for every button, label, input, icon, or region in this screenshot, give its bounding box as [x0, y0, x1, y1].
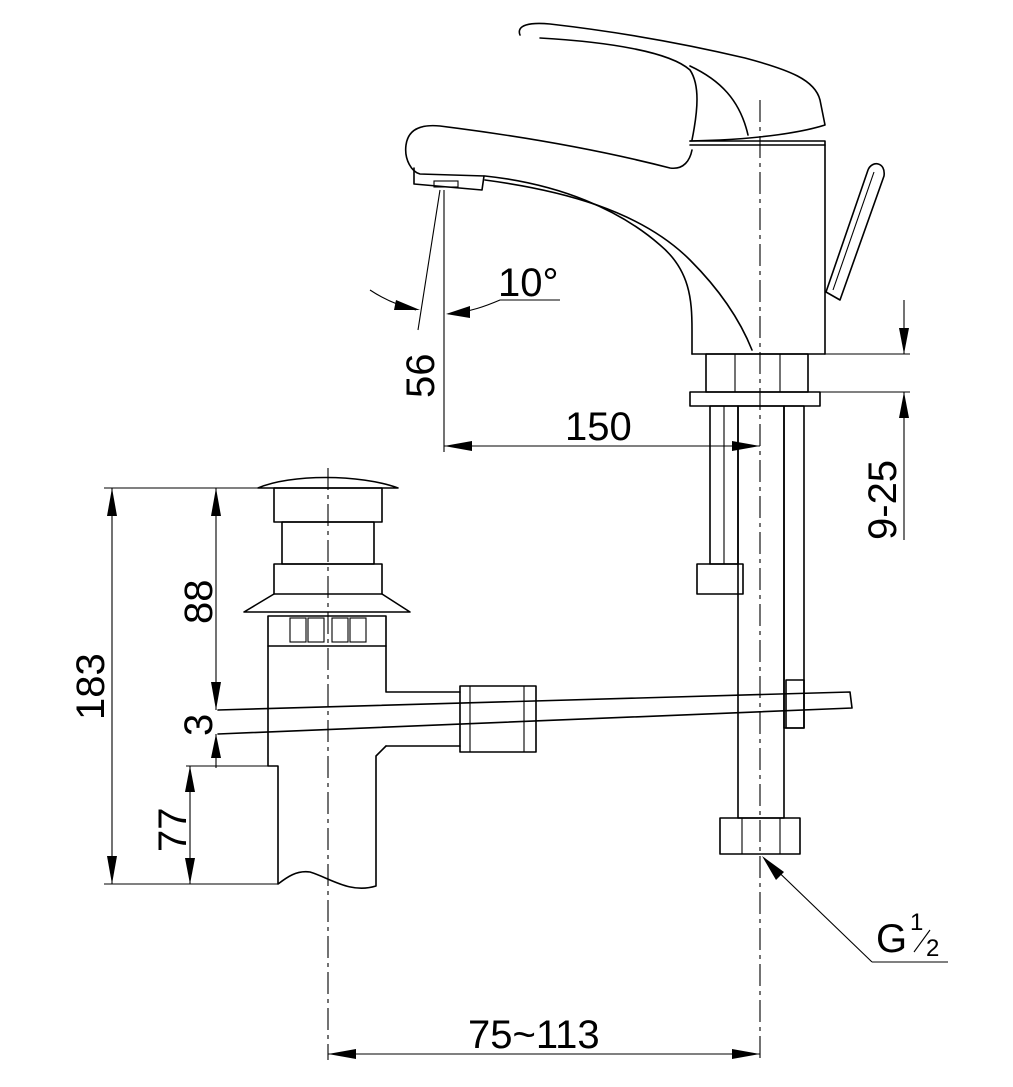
aerator-slot — [433, 180, 459, 188]
lift-rod-line — [832, 171, 875, 291]
locknut-hex-3 — [331, 617, 349, 643]
locknut-hex-2 — [307, 617, 325, 643]
drain-upper-label: 88 — [177, 580, 221, 625]
thread-numerator-label: 1 — [910, 909, 923, 936]
lift-rod — [825, 163, 885, 301]
dim-spout-reach: 150 — [443, 190, 760, 452]
drain-overall-label: 183 — [69, 653, 113, 720]
lever-inner-curve — [539, 37, 698, 141]
drain-body — [267, 645, 461, 889]
spout-reach-label: 150 — [565, 405, 632, 449]
faucet-spout — [404, 124, 693, 355]
popup-drain — [217, 476, 853, 889]
drain-tail-label: 77 — [151, 808, 195, 853]
deck-thickness-label: 9-25 — [861, 460, 905, 540]
spout-angle-label: 10° — [498, 261, 559, 305]
mounting-washer — [689, 391, 821, 407]
pivot-nut — [459, 685, 537, 753]
mounting-nut — [705, 353, 809, 393]
spout-height-label: 56 — [399, 354, 443, 399]
hose-connector — [719, 817, 801, 855]
lever-grip-curve — [689, 65, 749, 136]
dim-spout-angle: 10° 56 — [369, 189, 560, 399]
thread-denominator-label: 2 — [926, 935, 939, 962]
stud-nut — [696, 563, 744, 595]
drain-locknut — [267, 615, 387, 647]
faucet-lever-handle — [518, 22, 826, 142]
pivot-rod-clip — [785, 679, 805, 729]
thread-fraction-bar — [913, 929, 931, 953]
dim-drain-tail: 77 — [151, 765, 278, 884]
locknut-hex-4 — [349, 617, 367, 643]
spout-underside-curve — [484, 179, 753, 351]
supply-hose — [737, 405, 785, 819]
thread-letter-label: G — [876, 917, 907, 961]
locknut-hex-1 — [289, 617, 307, 643]
dim-thread-callout: G 1 2 — [762, 856, 948, 963]
dim-centre-distance: 75~113 — [328, 1013, 760, 1059]
dim-rod-offset: 3 — [177, 714, 221, 768]
drain-plug-cap — [257, 476, 399, 489]
dim-drain-overall: 183 — [69, 487, 278, 885]
faucet-cartridge — [689, 140, 826, 146]
pivot-rod — [217, 691, 853, 735]
faucet-body — [404, 22, 885, 855]
centre-distance-label: 75~113 — [468, 1013, 600, 1057]
drain-flange-cone — [243, 593, 411, 613]
dim-deck-thickness: 9-25 — [820, 300, 910, 540]
rod-offset-label: 3 — [177, 714, 221, 736]
dim-drain-upper: 88 — [177, 488, 221, 710]
